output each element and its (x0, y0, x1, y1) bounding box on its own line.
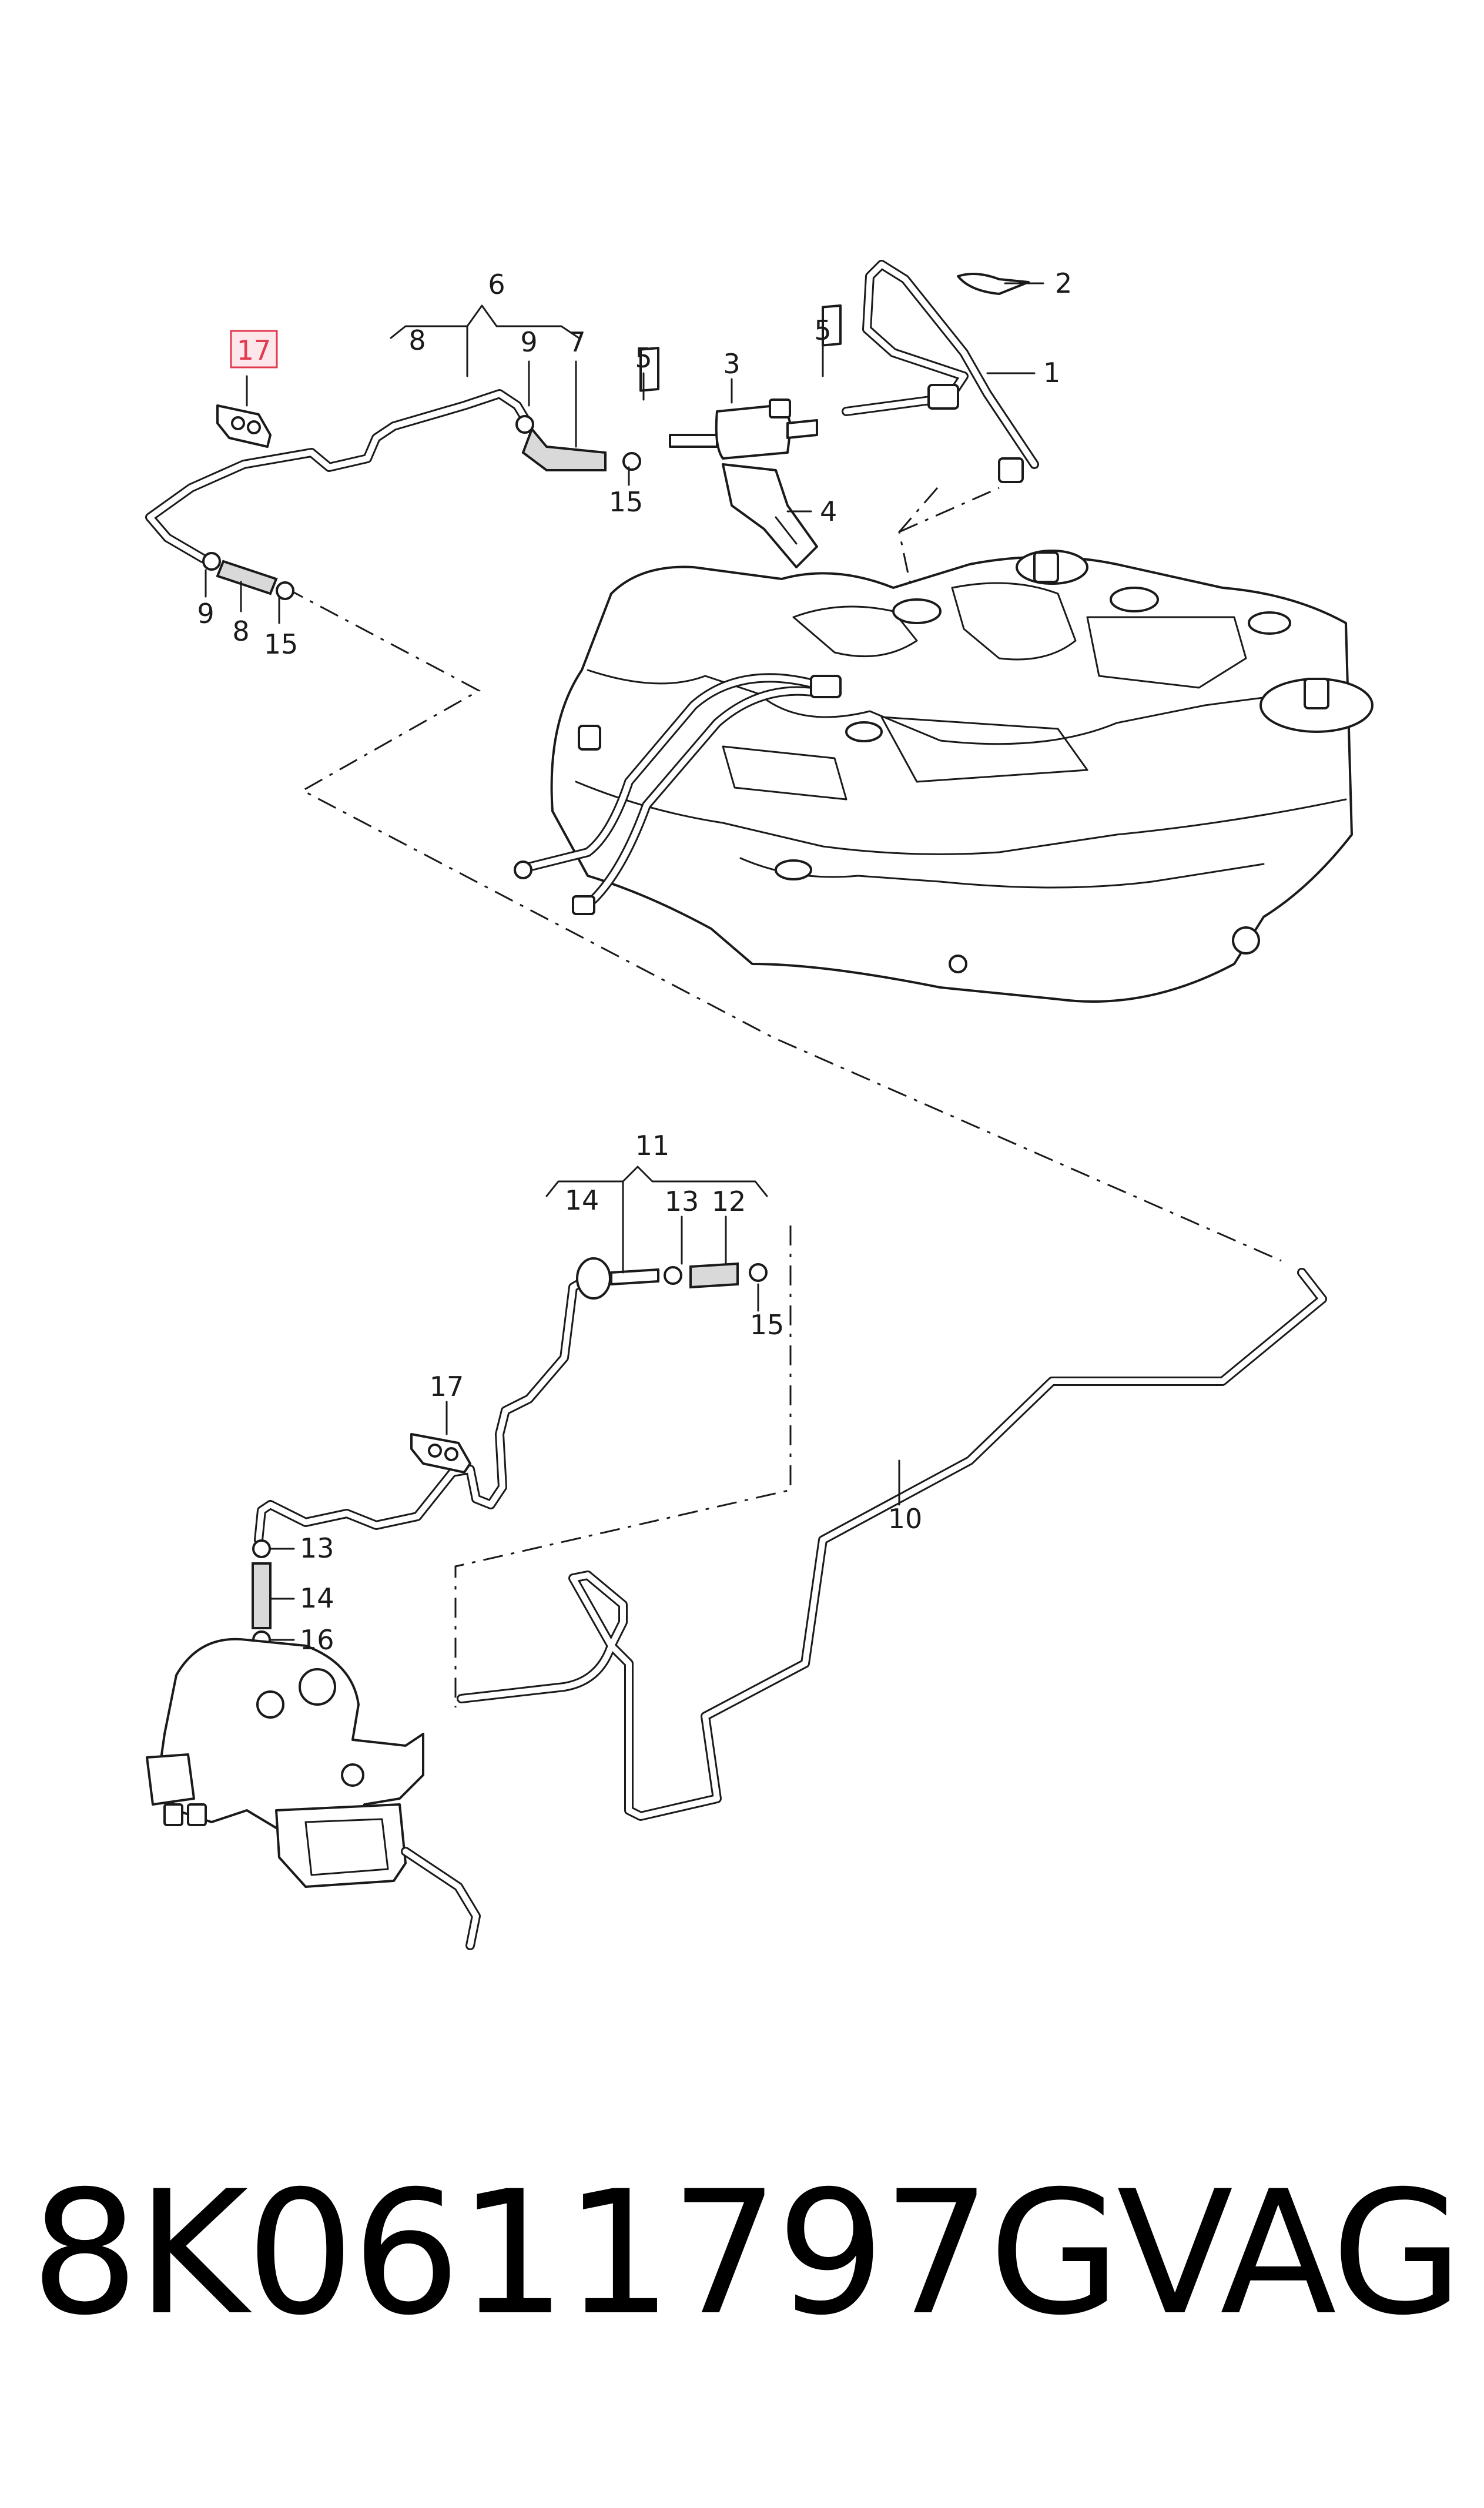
callout-13-upper: 13 (665, 1186, 699, 1217)
fuel-tank (550, 550, 1374, 1003)
callout-14-upper: 14 (565, 1184, 599, 1216)
pipe-1 (842, 260, 1039, 483)
upper-brake-pipe (145, 389, 641, 600)
callout-5-left: 5 (635, 342, 652, 374)
clip-17-upper (216, 404, 272, 448)
pipe-11 (252, 1257, 768, 1649)
callout-12: 12 (712, 1186, 746, 1217)
clip-17-lower (410, 1433, 471, 1474)
callout-8-upper: 8 (408, 324, 426, 356)
callout-3: 3 (723, 348, 740, 380)
callout-17-lower: 17 (430, 1371, 464, 1402)
callout-2: 2 (1055, 267, 1072, 299)
callout-labels: 17 6 8 9 7 5 3 5 2 1 4 15 9 8 15 11 14 1… (197, 267, 1072, 1656)
part-number-label: 8K0611797G (31, 2155, 1121, 2353)
callout-5-right: 5 (814, 314, 831, 346)
callout-17-upper: 17 (237, 334, 272, 366)
brand-label: VAG (1117, 2155, 1463, 2353)
callout-6: 6 (488, 269, 505, 300)
tank-pipes (514, 673, 842, 915)
callout-15-upper: 15 (609, 486, 644, 518)
callout-11: 11 (635, 1130, 670, 1161)
callout-9-lower: 9 (197, 598, 214, 629)
callout-4: 4 (820, 495, 837, 527)
pipe-10 (457, 1268, 1327, 1821)
callout-10: 10 (888, 1503, 923, 1535)
brake-unit (146, 1638, 481, 1950)
highlight-box-17 (230, 330, 278, 369)
callout-8-lower: 8 (232, 615, 249, 647)
leader-lines (205, 282, 1044, 1641)
callout-7: 7 (568, 326, 585, 358)
callout-9-upper: 9 (520, 326, 537, 358)
callout-14-lower: 14 (300, 1582, 334, 1614)
callout-13-lower: 13 (300, 1532, 334, 1564)
callout-15-left: 15 (264, 628, 299, 660)
callout-1: 1 (1043, 357, 1060, 389)
callout-15-lower: 15 (750, 1309, 785, 1341)
filter-assembly (639, 304, 842, 568)
callout-16: 16 (300, 1624, 334, 1656)
